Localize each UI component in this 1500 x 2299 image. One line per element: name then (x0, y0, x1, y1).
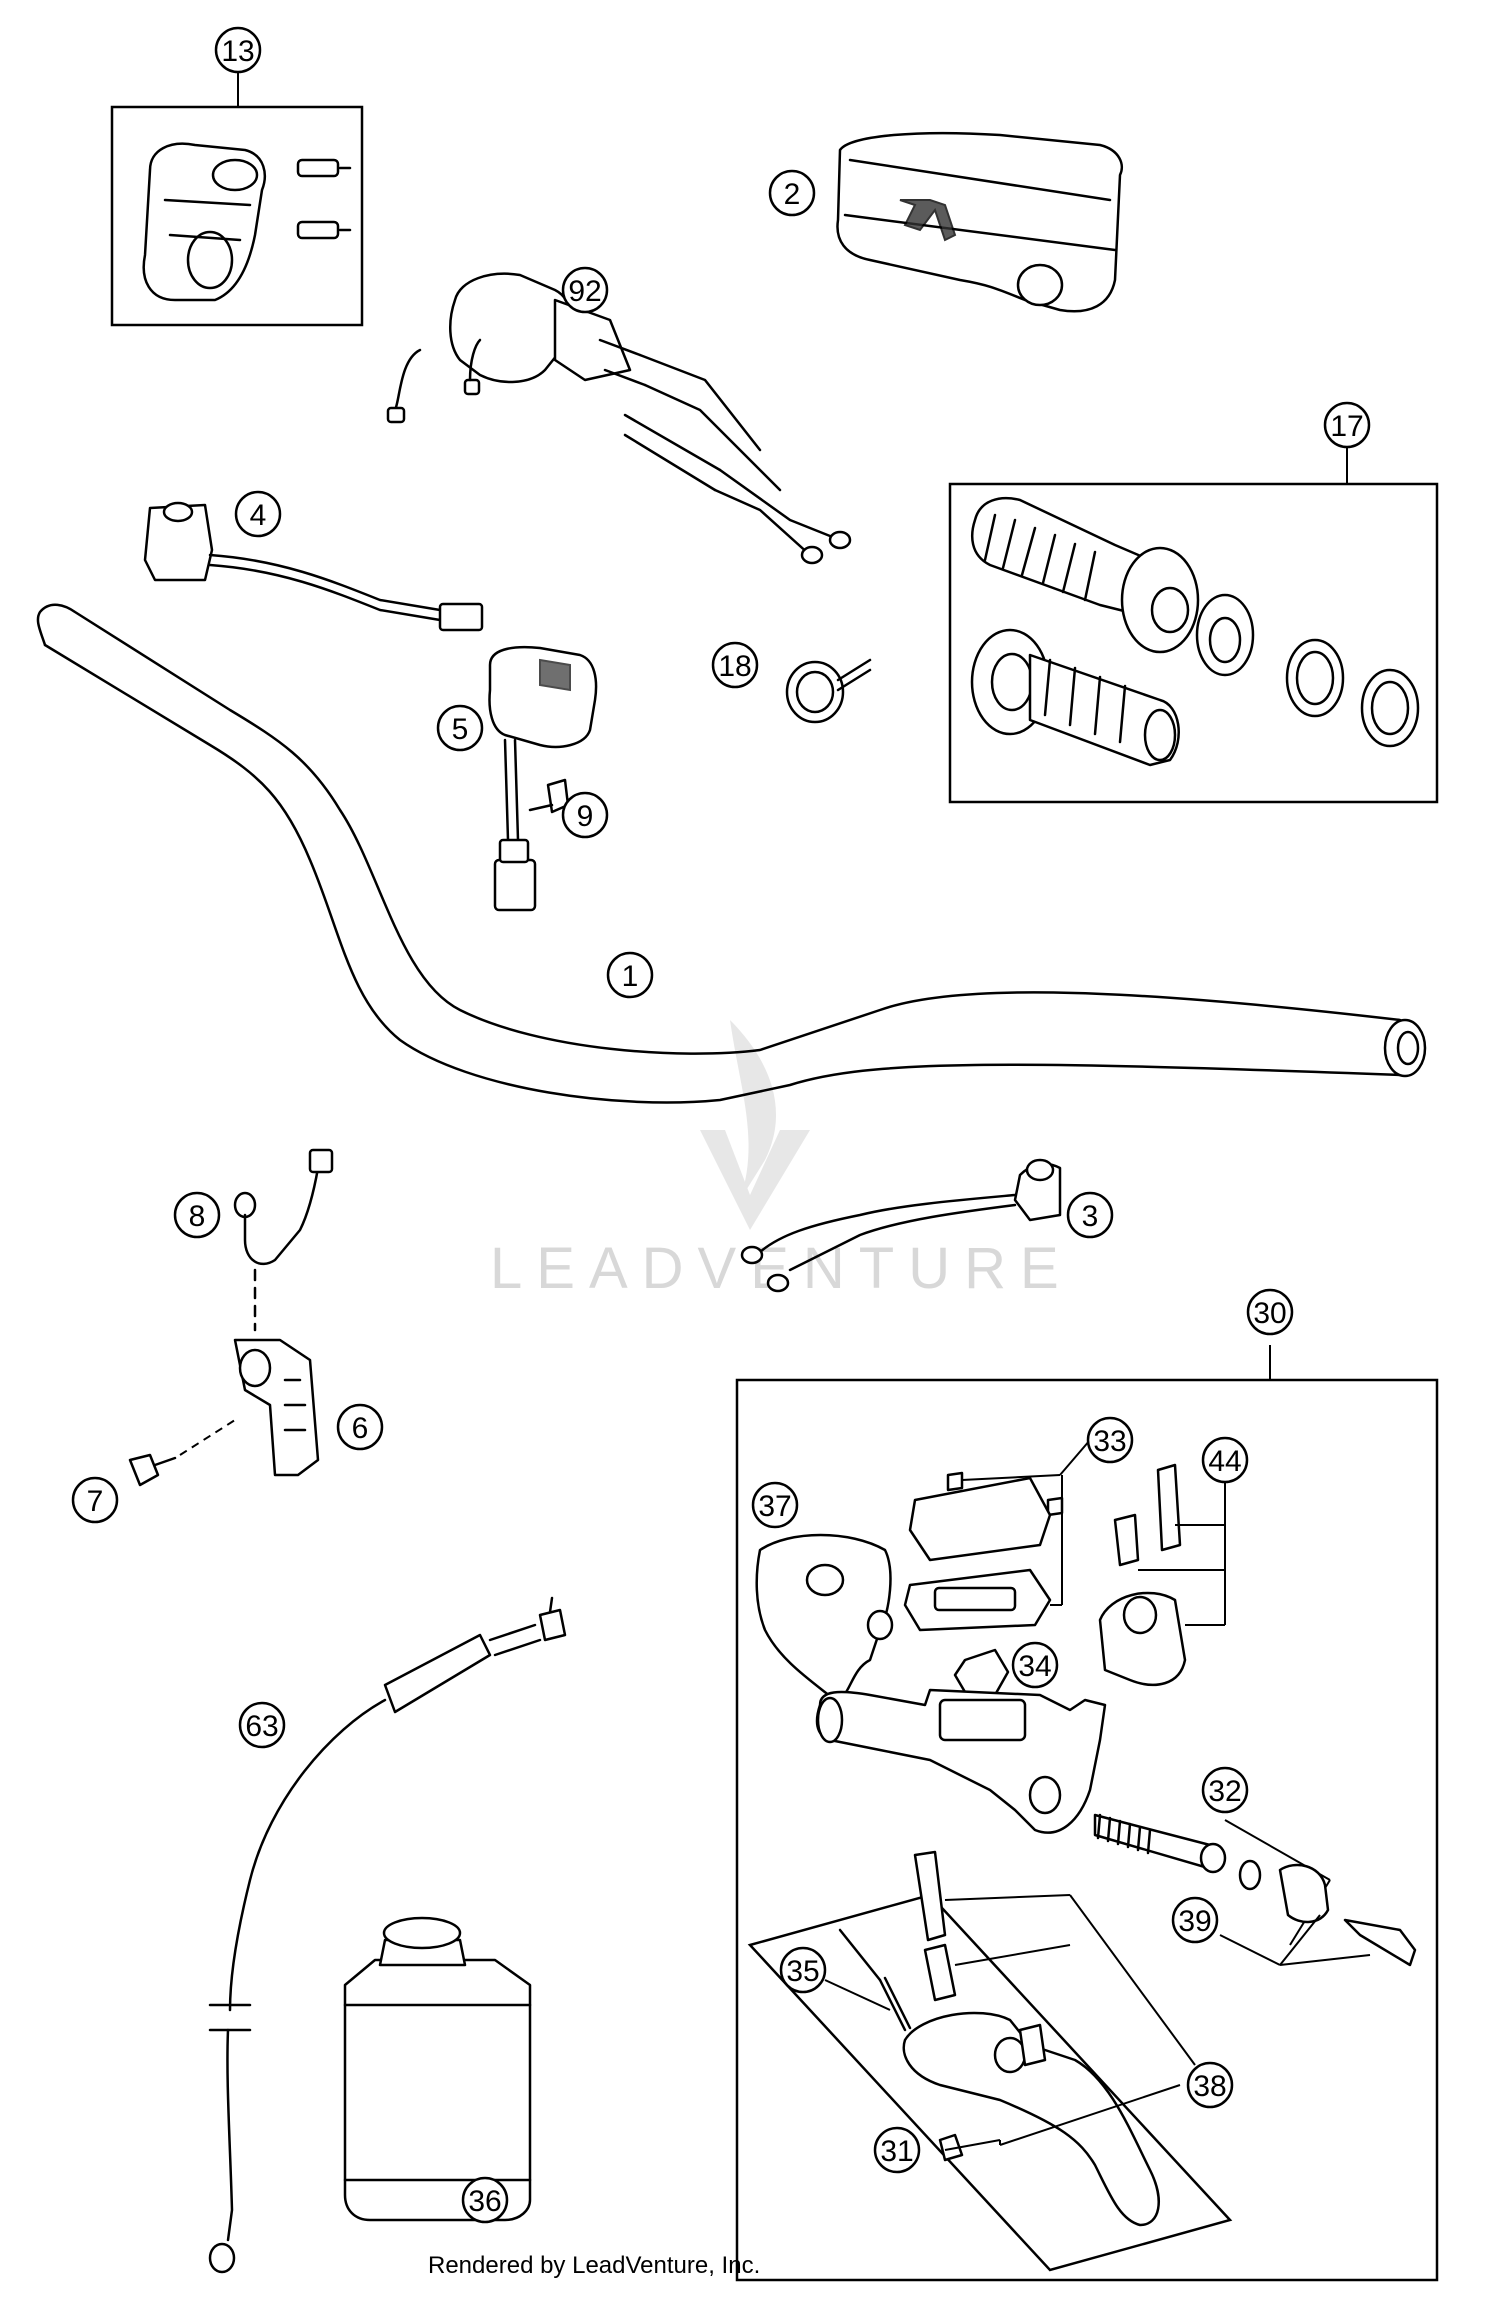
svg-text:7: 7 (87, 1485, 104, 1518)
svg-text:2: 2 (784, 178, 801, 211)
svg-text:6: 6 (352, 1412, 369, 1445)
callout-92: 92 (561, 266, 609, 314)
callout-9: 9 (561, 791, 609, 839)
callout-1: 1 (606, 951, 654, 999)
callout-17: 17 (1323, 401, 1371, 449)
part-92-throttle-housing (386, 272, 852, 565)
callout-30: 30 (1246, 1288, 1294, 1336)
callout-37: 37 (751, 1481, 799, 1529)
part-30-master-cylinder-assembly (735, 1345, 1439, 2282)
svg-text:4: 4 (250, 499, 267, 532)
svg-text:5: 5 (452, 713, 469, 746)
callout-44: 44 (1201, 1436, 1249, 1484)
part-1-handlebar (36, 603, 1427, 1104)
callout-7: 7 (71, 1476, 119, 1524)
svg-text:30: 30 (1253, 1297, 1286, 1330)
callout-38: 38 (1186, 2061, 1234, 2109)
watermark-logo (700, 1020, 810, 1230)
svg-text:63: 63 (245, 1710, 278, 1743)
callout-32: 32 (1201, 1766, 1249, 1814)
callout-3: 3 (1066, 1191, 1114, 1239)
svg-text:17: 17 (1330, 410, 1363, 443)
svg-text:33: 33 (1093, 1425, 1126, 1458)
callout-5: 5 (436, 704, 484, 752)
callout-39: 39 (1171, 1896, 1219, 1944)
callout-35: 35 (779, 1946, 827, 1994)
svg-text:35: 35 (786, 1955, 819, 1988)
part-6-bracket (233, 1338, 320, 1477)
callout-31: 31 (873, 2126, 921, 2174)
svg-text:37: 37 (758, 1490, 791, 1523)
part-13-handlebar-clamp (110, 72, 364, 327)
callout-34: 34 (1011, 1641, 1059, 1689)
svg-text:34: 34 (1018, 1650, 1051, 1683)
svg-text:44: 44 (1208, 1445, 1241, 1478)
svg-text:32: 32 (1208, 1775, 1241, 1808)
part-8-sensor (233, 1148, 334, 1332)
part-4-switch (143, 501, 484, 632)
svg-text:1: 1 (622, 960, 639, 993)
svg-text:8: 8 (189, 1200, 206, 1233)
callout-13: 13 (214, 26, 262, 74)
part-7-screw (128, 1419, 236, 1487)
svg-text:31: 31 (880, 2135, 913, 2168)
svg-text:9: 9 (577, 800, 594, 833)
svg-text:38: 38 (1193, 2070, 1226, 2103)
part-5-light-switch (488, 645, 598, 912)
footer-credit: Rendered by LeadVenture, Inc. (428, 2252, 761, 2279)
callout-8: 8 (173, 1191, 221, 1239)
callout-63: 63 (238, 1701, 286, 1749)
callout-2: 2 (768, 169, 816, 217)
callout-36: 36 (461, 2176, 509, 2224)
svg-text:92: 92 (568, 275, 601, 308)
callout-4: 4 (234, 490, 282, 538)
svg-text:3: 3 (1082, 1200, 1099, 1233)
part-36-brake-fluid-bottle (343, 1916, 532, 2222)
callout-33: 33 (1086, 1416, 1134, 1464)
svg-text:13: 13 (221, 35, 254, 68)
callout-18: 18 (711, 641, 759, 689)
svg-text:39: 39 (1178, 1905, 1211, 1938)
svg-text:36: 36 (468, 2185, 501, 2218)
part-2-handlebar-pad (836, 131, 1124, 313)
part-17-grips (948, 443, 1439, 804)
callout-6: 6 (336, 1403, 384, 1451)
part-3-switch (740, 1158, 1062, 1293)
part-18-cable-tie (785, 658, 872, 724)
part-9-bulb (528, 778, 570, 814)
part-63-brake-line (208, 1596, 567, 2274)
svg-text:18: 18 (718, 650, 751, 683)
